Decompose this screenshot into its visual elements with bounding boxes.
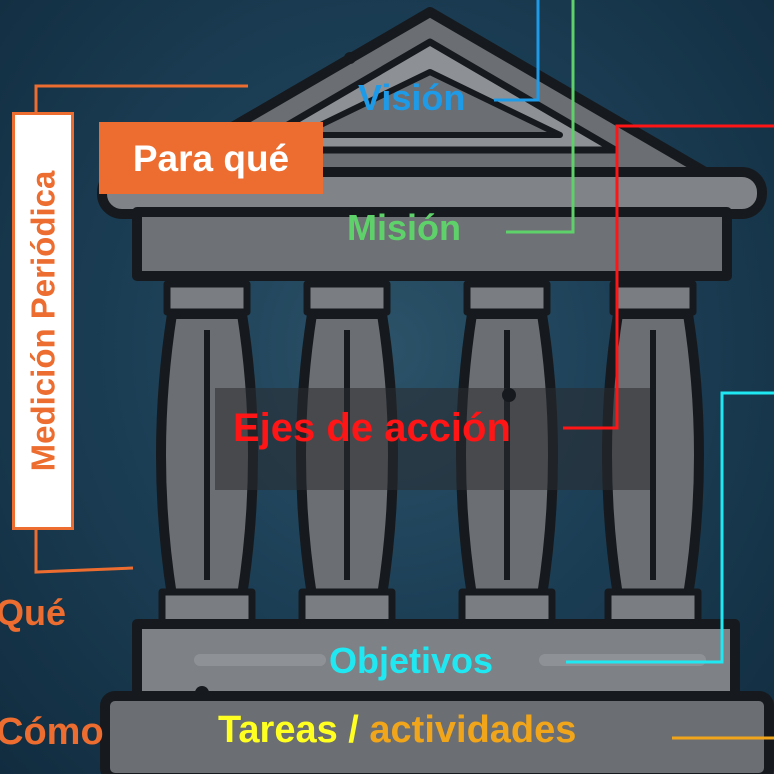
- action-axes-connector: [563, 124, 774, 430]
- para-que-label: Para qué: [132, 137, 290, 179]
- objectives-label: Objetivos: [329, 640, 494, 681]
- measurement-bracket-top: [34, 84, 248, 112]
- tasks-label: Tareas /: [218, 709, 359, 751]
- tasks-activities-label: Tareas / actividades: [218, 711, 576, 749]
- measurement-label: Medición Periódica: [24, 170, 62, 472]
- activities-label: actividades: [369, 709, 577, 751]
- temple-entablature: [132, 207, 732, 281]
- vision-label: Visión: [358, 77, 466, 118]
- action-axes-band: [215, 388, 650, 490]
- mission-label: Misión: [347, 207, 461, 248]
- objectives-connector: [566, 391, 774, 664]
- como-label: Cómo: [0, 711, 104, 753]
- measurement-box: [12, 112, 74, 530]
- action-axes-label: Ejes de acción: [233, 406, 511, 450]
- mission-connector: [506, 0, 575, 234]
- para-que-box: Para qué: [99, 122, 323, 194]
- que-label: Qué: [0, 592, 67, 633]
- measurement-bracket-bottom: [34, 530, 134, 574]
- vision-connector: [494, 0, 540, 102]
